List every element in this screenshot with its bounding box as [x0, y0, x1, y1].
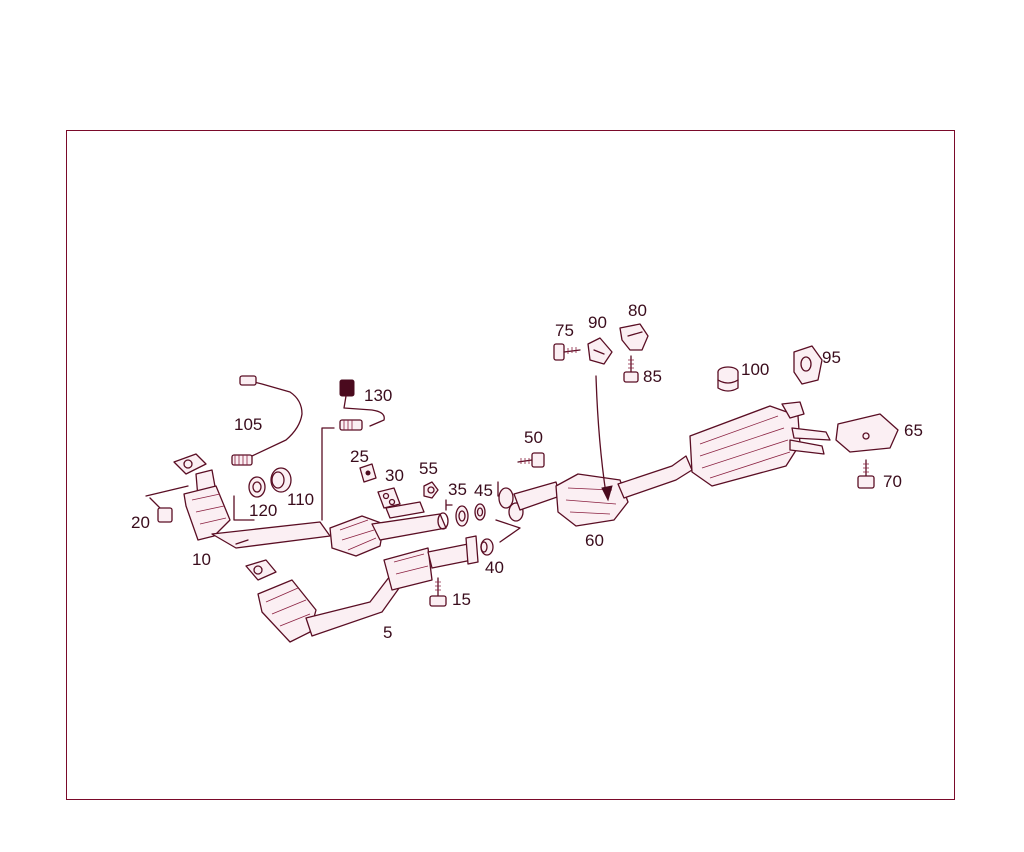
callout-100: 100	[741, 360, 769, 379]
callout-25: 25	[350, 447, 369, 466]
part-105-oxygen-sensor[interactable]	[231, 375, 303, 466]
part-30-rubber-mount[interactable]	[377, 487, 401, 509]
part-25-clamp[interactable]	[359, 463, 377, 483]
callout-120: 120	[249, 501, 277, 520]
part-5-catalytic-converter-pipe[interactable]	[245, 535, 479, 643]
callout-75: 75	[555, 321, 574, 340]
part-45-ring[interactable]	[474, 503, 486, 521]
part-75-bolt[interactable]	[553, 343, 581, 361]
callout-90: 90	[588, 313, 607, 332]
callout-10: 10	[192, 550, 211, 569]
callout-35: 35	[448, 480, 467, 499]
callout-60: 60	[585, 531, 604, 550]
callout-20: 20	[131, 513, 150, 532]
part-80-bracket[interactable]	[619, 323, 649, 351]
part-85-bolt[interactable]	[623, 355, 639, 383]
part-35-gasket[interactable]	[445, 499, 469, 527]
callout-55: 55	[419, 459, 438, 478]
callout-105: 105	[234, 415, 262, 434]
callout-45: 45	[474, 481, 493, 500]
part-100-rubber-buffer[interactable]	[717, 366, 739, 392]
callout-70: 70	[883, 472, 902, 491]
front-pipe-assembly[interactable]	[329, 501, 449, 557]
callout-5: 5	[383, 623, 392, 642]
part-90-rubber-hanger[interactable]	[587, 337, 613, 502]
callout-95: 95	[822, 348, 841, 367]
callout-85: 85	[643, 367, 662, 386]
callout-110: 110	[287, 490, 314, 509]
callout-130: 130	[364, 386, 392, 405]
part-95-hanger[interactable]	[793, 345, 823, 385]
part-20-bolt[interactable]	[145, 485, 189, 523]
part-10-front-catalytic-converter[interactable]	[173, 453, 331, 549]
callout-40: 40	[485, 558, 504, 577]
part-50-bolt[interactable]	[517, 452, 545, 468]
callout-15: 15	[452, 590, 471, 609]
part-60-center-muffler[interactable]	[497, 455, 693, 527]
part-130-oxygen-sensor[interactable]	[321, 379, 385, 521]
part-110-plug[interactable]	[270, 467, 292, 493]
part-120-gasket-ring[interactable]	[233, 476, 266, 521]
part-65-heat-shield[interactable]	[835, 413, 899, 453]
callout-65: 65	[904, 421, 923, 440]
callout-30: 30	[385, 466, 404, 485]
diagram-frame	[66, 130, 955, 800]
part-70-bolt[interactable]	[857, 459, 875, 489]
rear-muffler[interactable]	[689, 401, 831, 487]
part-15-bolt[interactable]	[429, 577, 447, 607]
part-40-ring[interactable]	[480, 519, 521, 556]
callout-80: 80	[628, 301, 647, 320]
callout-50: 50	[524, 428, 543, 447]
part-55-nut[interactable]	[423, 481, 439, 499]
